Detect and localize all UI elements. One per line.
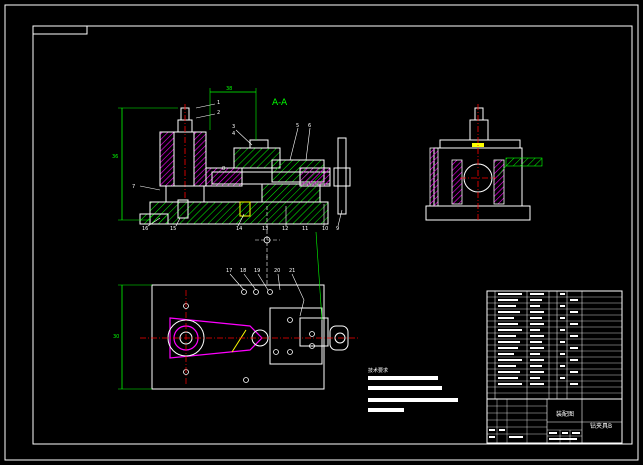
plan-callouts: 17 18 19 20 21: [226, 268, 295, 274]
inner-frame: [32, 25, 633, 445]
callout: 15: [170, 226, 176, 232]
callout: 2: [217, 110, 220, 116]
callout: 3: [232, 124, 235, 130]
corner-label-box: [32, 25, 88, 35]
section-label: A-A: [272, 98, 288, 108]
callout: 4: [232, 131, 235, 137]
callout: 5: [296, 123, 299, 129]
callout: 9: [336, 226, 339, 232]
plan-view: [118, 231, 360, 390]
callout: 17: [226, 268, 232, 274]
callout: 14: [236, 226, 242, 232]
front-callouts: 1 2 3 4 5 6 7 8 9 10 11 12 13 14 15 16: [132, 100, 339, 232]
dim-left: 36: [112, 154, 118, 160]
callout: 19: [254, 268, 260, 274]
callout: 1: [217, 100, 220, 106]
technical-notes: 技术要求: [368, 367, 458, 412]
callout: 20: [274, 268, 280, 274]
callout: 8: [222, 166, 225, 172]
callout: 7: [132, 184, 135, 190]
callout: 11: [302, 226, 308, 232]
callout: 16: [142, 226, 148, 232]
outer-frame: [4, 4, 639, 461]
title-block: 装配图 钻夹具B: [486, 398, 623, 444]
callout: 6: [308, 123, 311, 129]
callout: 12: [282, 226, 288, 232]
notes-heading: 技术要求: [368, 367, 388, 374]
callout: 13: [262, 226, 268, 232]
callout: 21: [289, 268, 295, 274]
callout: 10: [322, 226, 328, 232]
side-view: [425, 104, 543, 222]
parts-list-table: [486, 290, 623, 400]
drawing-name: 钻夹具B: [590, 422, 612, 430]
dim-plan: 30: [113, 334, 119, 340]
callout: 18: [240, 268, 246, 274]
title-name-cell: 装配图: [556, 410, 574, 418]
front-section-view: [118, 88, 351, 258]
dim-top: 38: [226, 86, 232, 92]
